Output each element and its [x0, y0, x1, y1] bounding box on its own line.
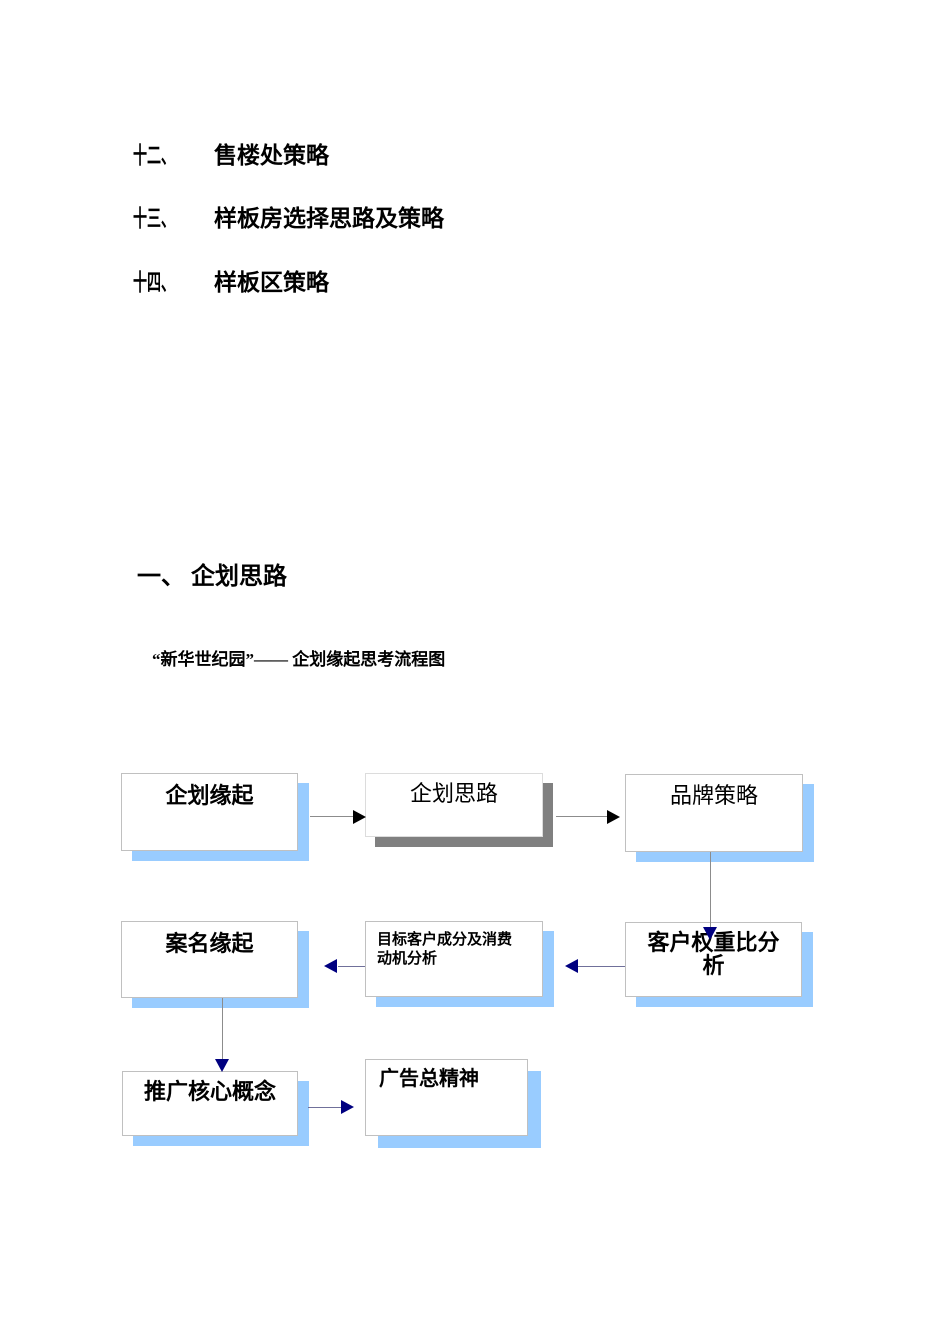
connector-line: [338, 966, 365, 967]
connector-line: [222, 998, 223, 1060]
toc-item: 十二、 售楼处策略: [133, 136, 329, 170]
flow-node-core-promotion-concept: 推广核心概念: [122, 1071, 309, 1146]
flow-node-brand-strategy: 品牌策略: [625, 774, 814, 862]
flow-node-case-name-origin: 案名缘起: [121, 921, 309, 1008]
toc-item-number: 十二、: [133, 143, 176, 168]
flow-node-target-customer-analysis: 目标客户成分及消费 动机分析: [365, 921, 554, 1007]
arrowhead-down-icon: [215, 1059, 229, 1072]
diagram-caption: “新华世纪园”—— 企划缘起思考流程图: [152, 650, 446, 669]
toc-item: 十四、 样板区策略: [133, 263, 329, 297]
arrowhead-right-icon: [341, 1100, 354, 1114]
toc-item-label: 样板区策略: [214, 270, 329, 295]
flow-node-label: 目标客户成分及消费 动机分析: [377, 931, 513, 967]
arrowhead-down-icon: [703, 927, 717, 940]
arrowhead-right-icon: [607, 810, 620, 824]
flow-node-planning-origin: 企划缘起: [121, 773, 309, 861]
flow-node-label: 推广核心概念: [143, 1079, 276, 1104]
flow-node-ad-general-spirit: 广告总精神: [365, 1059, 541, 1148]
connector-line: [308, 1107, 342, 1108]
toc-item-label: 售楼处策略: [214, 143, 329, 168]
arrowhead-right-icon: [353, 810, 366, 824]
toc-item-number: 十四、: [133, 270, 176, 295]
flow-node-label: 客户权重比分 析: [647, 930, 780, 978]
connector-line: [578, 966, 625, 967]
flow-node-label: 企划思路: [409, 781, 498, 806]
flow-node-label: 案名缘起: [165, 931, 254, 956]
connector-line: [556, 816, 608, 817]
arrowhead-left-icon: [324, 959, 337, 973]
connector-line: [310, 816, 354, 817]
arrowhead-left-icon: [565, 959, 578, 973]
section-heading-number: 一、: [137, 564, 185, 590]
toc-item-label: 样板房选择思路及策略: [214, 206, 444, 231]
flow-node-label: 广告总精神: [379, 1068, 479, 1090]
flow-node-label: 品牌策略: [669, 783, 758, 808]
flow-node-planning-approach: 企划思路: [365, 773, 553, 847]
toc-item: 十三、 样板房选择思路及策略: [133, 199, 444, 233]
flow-node-label: 企划缘起: [165, 783, 254, 808]
section-heading: 一、企划思路: [137, 556, 287, 591]
connector-line: [710, 852, 711, 928]
toc-item-number: 十三、: [133, 206, 176, 231]
section-heading-label: 企划思路: [191, 564, 287, 590]
